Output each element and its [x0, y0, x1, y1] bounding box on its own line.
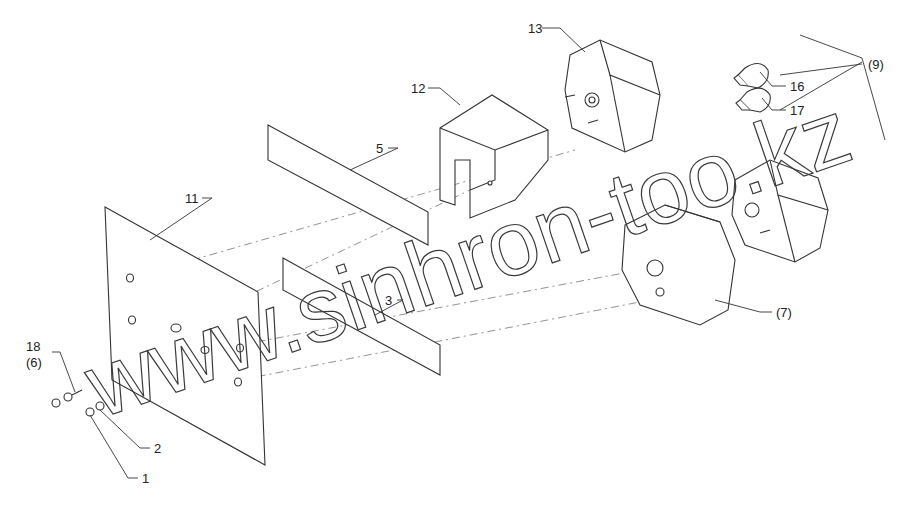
callout-number: 1	[142, 472, 149, 485]
callout-number: 11	[185, 192, 199, 205]
callout-number: (9)	[868, 58, 884, 71]
callout-number: (6)	[26, 356, 42, 369]
callout-number: (7)	[776, 306, 792, 319]
bulb	[734, 63, 770, 112]
callout-number: 18	[26, 340, 40, 353]
callout-number: 2	[154, 442, 161, 455]
gasket-sheet	[268, 125, 428, 245]
lamp-housing	[565, 40, 660, 152]
callout-number: 12	[411, 82, 425, 95]
callout-number: 16	[790, 80, 804, 93]
leader-lines	[52, 28, 885, 478]
callout-number: 13	[528, 22, 542, 35]
callout-number: 5	[376, 142, 383, 155]
